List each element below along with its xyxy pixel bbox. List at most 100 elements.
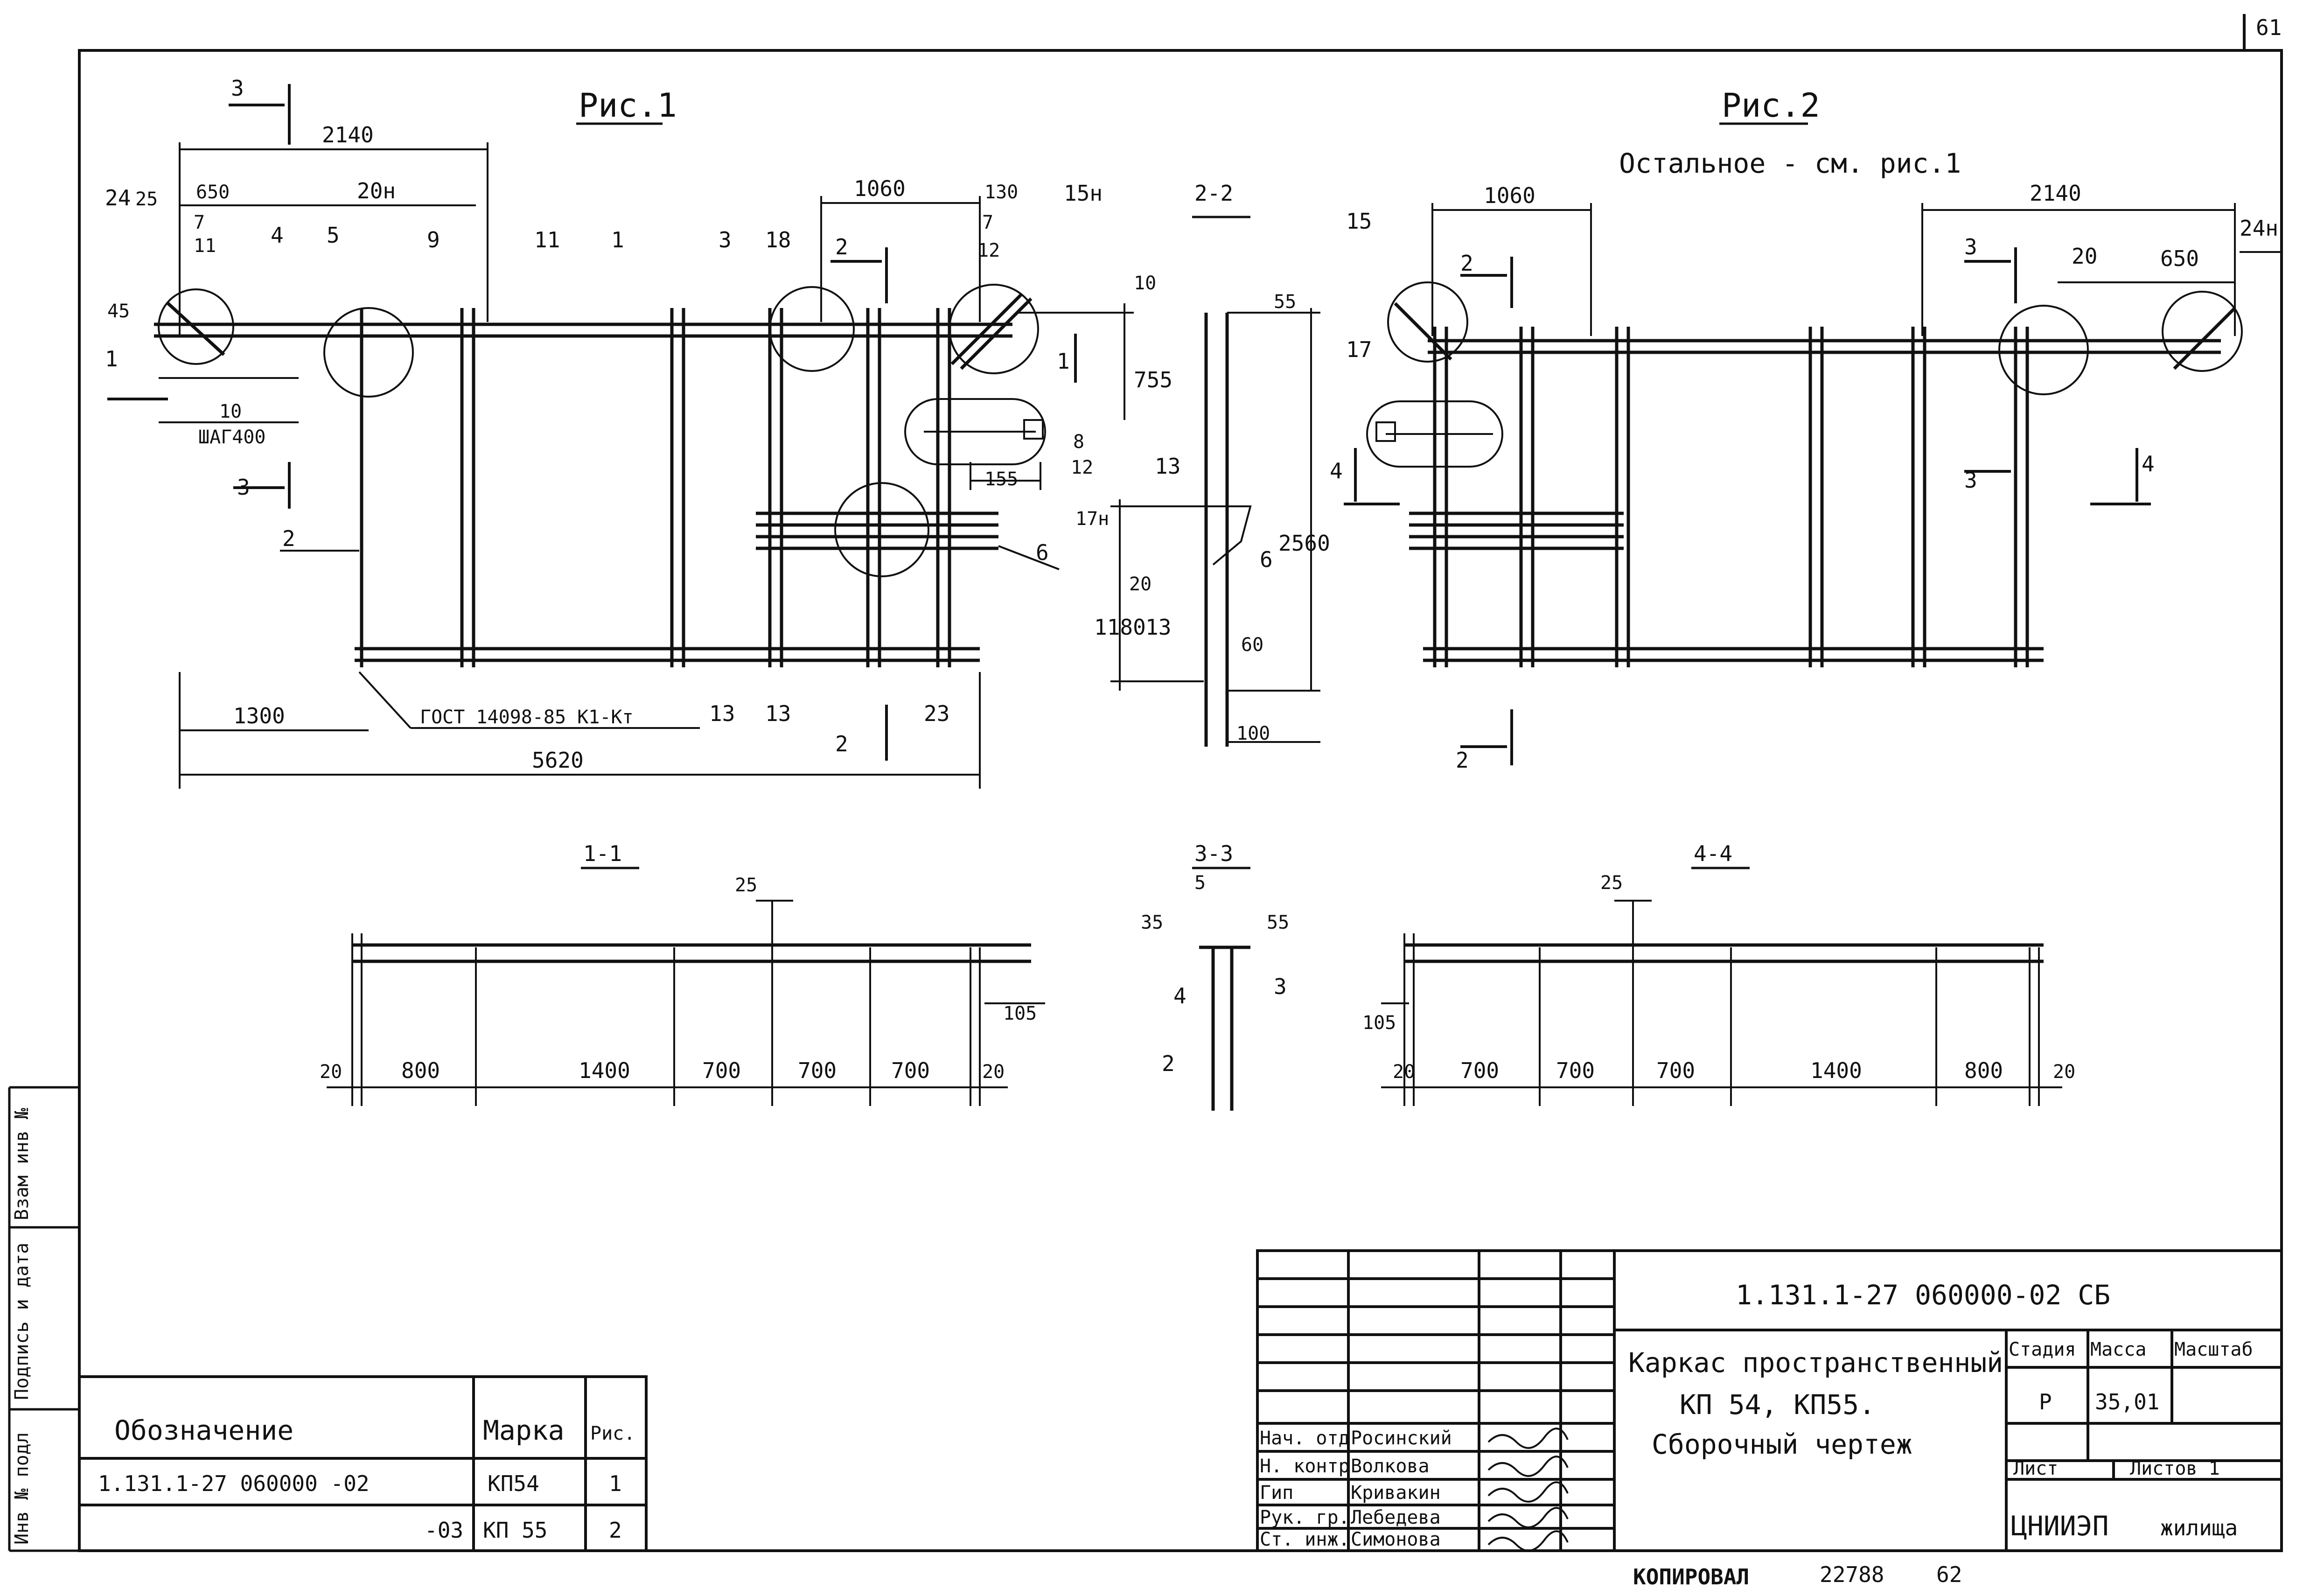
dim-10: 10	[1134, 273, 1156, 294]
mark-2: 2	[282, 526, 295, 551]
mark-15n: 15н	[1064, 181, 1103, 206]
title-name-line2: КП 54, КП55.	[1680, 1389, 1875, 1421]
fig2-sec2-bottom: 2	[1456, 748, 1469, 773]
mark-4: 4	[271, 223, 284, 248]
s44-space-4: 1400	[1810, 1058, 1862, 1083]
org-name: ЦНИИЭП	[2011, 1510, 2109, 1542]
dim-650: 650	[196, 182, 230, 203]
section-4-4: 4-4 25 105 20 700 700 700 1400 800 20	[1362, 841, 2075, 1106]
person-role-1: Н. контр	[1260, 1456, 1350, 1477]
s33-dim-35: 35	[1141, 912, 1163, 933]
spec-row1-designation: 1.131.1-27 060000 -02	[98, 1471, 370, 1496]
mark-7b: 7	[982, 212, 993, 233]
s44-dim-105: 105	[1362, 1012, 1396, 1034]
s11-space-4: 700	[798, 1058, 837, 1083]
mark-7a: 7	[194, 212, 205, 233]
scale-label: Масштаб	[2174, 1339, 2253, 1360]
dim-20: 20	[1129, 574, 1152, 595]
spec-table	[78, 1375, 648, 1552]
fig2-dim-650: 650	[2160, 246, 2199, 271]
mark-5: 5	[327, 223, 340, 248]
spec-row2-designation: -03	[425, 1518, 463, 1543]
fig1-drawing: Рис.1	[105, 76, 1172, 789]
s11-space-3: 700	[702, 1058, 741, 1083]
dim-step: ШАГ400	[198, 427, 266, 448]
s11-space-2: 1400	[579, 1058, 630, 1083]
s33-mark-3: 3	[1274, 974, 1287, 999]
mark-18: 18	[765, 227, 791, 252]
mark-12b: 12	[1071, 457, 1093, 478]
s33-dim-55: 55	[1267, 912, 1289, 933]
s44-space-5: 800	[1964, 1058, 2003, 1083]
s22-mark-6: 6	[1260, 547, 1273, 572]
mark-3: 3	[719, 227, 732, 252]
title-block	[1256, 1249, 2283, 1552]
s33-mark-5: 5	[1194, 872, 1206, 894]
fig2-sec3-top: 3	[1964, 234, 1977, 259]
mark-17n: 17н	[1075, 508, 1109, 530]
s11-space-5: 700	[891, 1058, 930, 1083]
section-2-2: 2-2 55 2560 1180 20 60 100 13 13 6	[1094, 181, 1330, 747]
mark-11: 11	[534, 227, 560, 252]
gost-note: ГОСТ 14098-85 К1-Кт	[420, 707, 634, 728]
mark-9: 9	[427, 227, 440, 252]
doc-code: 1.131.1-27 060000-02 СБ	[1736, 1279, 2110, 1311]
fig1-title: Рис.1	[579, 86, 677, 125]
dim-130: 130	[984, 182, 1018, 203]
section-marker-1-right: 1	[1057, 349, 1070, 374]
fig2-mark-17: 17	[1346, 337, 1372, 362]
title-name-line1: Каркас пространственный	[1628, 1347, 2003, 1379]
copy-id: 22788	[1820, 1562, 1884, 1587]
s44-space-3: 700	[1656, 1058, 1695, 1083]
section-marker-2-top: 2	[835, 234, 848, 259]
fig2-dim-2140: 2140	[2030, 181, 2081, 206]
spec-row2-fig: 2	[609, 1518, 622, 1543]
dim-100: 100	[1236, 723, 1270, 744]
s33-mark-4: 4	[1173, 983, 1186, 1008]
mark-13a: 13	[709, 701, 735, 726]
mark-6: 6	[1036, 540, 1049, 565]
fig2-dim-1060: 1060	[1484, 183, 1535, 208]
s11-space-1: 800	[401, 1058, 440, 1083]
section-1-1: 1-1 25 105 20 800 1400 700 700 700 20	[320, 841, 1045, 1106]
side-stamp	[8, 1086, 79, 1552]
fig2-note: Остальное - см. рис.1	[1619, 147, 1961, 179]
s44-space-2: 700	[1556, 1058, 1595, 1083]
dim-2140: 2140	[322, 122, 374, 147]
s44-dim-25: 25	[1600, 872, 1623, 894]
sheets-label: Листов 1	[2130, 1458, 2220, 1479]
section22-title: 2-2	[1194, 181, 1233, 206]
person-role-3: Рук. гр.	[1260, 1507, 1350, 1528]
person-name-3: Лебедева	[1351, 1507, 1441, 1528]
dim-45: 45	[107, 301, 130, 322]
title-name-line3: Сборочный чертеж	[1652, 1428, 1912, 1460]
s11-space-6: 20	[982, 1061, 1005, 1083]
stamp-vzam: Взам инв №	[11, 1108, 33, 1220]
org-sub: жилища	[2160, 1515, 2238, 1540]
dim-155: 155	[984, 469, 1018, 490]
dim-755: 755	[1134, 367, 1172, 392]
dim-2560: 2560	[1278, 531, 1330, 556]
person-role-4: Ст. инж.	[1260, 1529, 1350, 1550]
s11-space-0: 20	[320, 1061, 342, 1083]
mark-8: 8	[1073, 431, 1084, 453]
fig2-title: Рис.2	[1722, 86, 1820, 125]
section11-title: 1-1	[583, 841, 622, 866]
mark-23: 23	[924, 701, 949, 726]
mark-1: 1	[611, 227, 624, 252]
spec-row1-fig: 1	[609, 1471, 622, 1496]
person-name-2: Кривакин	[1351, 1482, 1441, 1504]
person-name-1: Волкова	[1351, 1456, 1430, 1477]
dim-55: 55	[1274, 291, 1296, 313]
copied-label: КОПИРОВАЛ	[1633, 1564, 1749, 1589]
s11-dim-105: 105	[1003, 1003, 1037, 1024]
s44-space-6: 20	[2053, 1061, 2075, 1083]
section-marker-3-top: 3	[231, 76, 244, 101]
fig2-mark-20: 20	[2072, 244, 2097, 269]
s33-mark-2: 2	[1162, 1051, 1175, 1076]
fig2-sec2-top: 2	[1460, 251, 1473, 276]
stamp-podpis: Подпись и дата	[11, 1243, 33, 1400]
fig2-mark-24n: 24н	[2240, 216, 2278, 241]
